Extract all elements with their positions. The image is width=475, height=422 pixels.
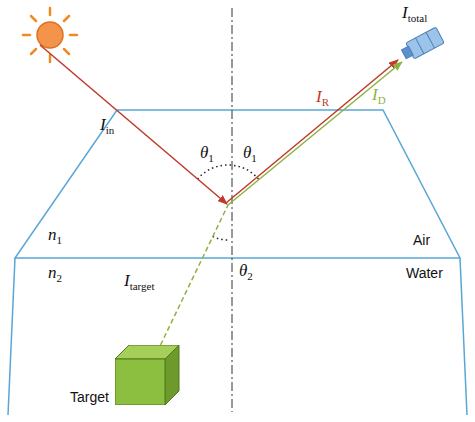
target-light-path — [161, 62, 402, 345]
angle-label: θ2 — [239, 262, 253, 281]
refractive-index: n1 — [48, 226, 62, 245]
angle-label: θ1 — [200, 144, 214, 163]
angle-arc — [198, 165, 259, 180]
medium-label: Water — [406, 266, 443, 281]
sensor-icon — [400, 24, 450, 62]
angle-label: θ1 — [243, 144, 257, 163]
surface-normal — [232, 8, 233, 412]
target-cube — [115, 345, 180, 405]
air-layer-outline — [15, 110, 460, 258]
node-label: Target — [70, 390, 109, 405]
intensity-label: Itarget — [124, 272, 155, 291]
water-left-edge — [8, 258, 15, 415]
sensor-node: Itotal — [400, 24, 450, 62]
refractive-index: n2 — [48, 264, 62, 283]
angle-arc — [213, 237, 228, 241]
target-node: Target — [115, 345, 180, 405]
water-right-edge — [460, 258, 467, 415]
reflected-ray — [226, 60, 398, 203]
intensity-label: Iin — [100, 116, 114, 135]
edge-label: ID — [372, 86, 386, 105]
node-label: Itotal — [402, 4, 427, 23]
incident-ray — [40, 45, 227, 204]
medium-label: Air — [413, 233, 430, 248]
intensity-label: IR — [316, 88, 329, 107]
